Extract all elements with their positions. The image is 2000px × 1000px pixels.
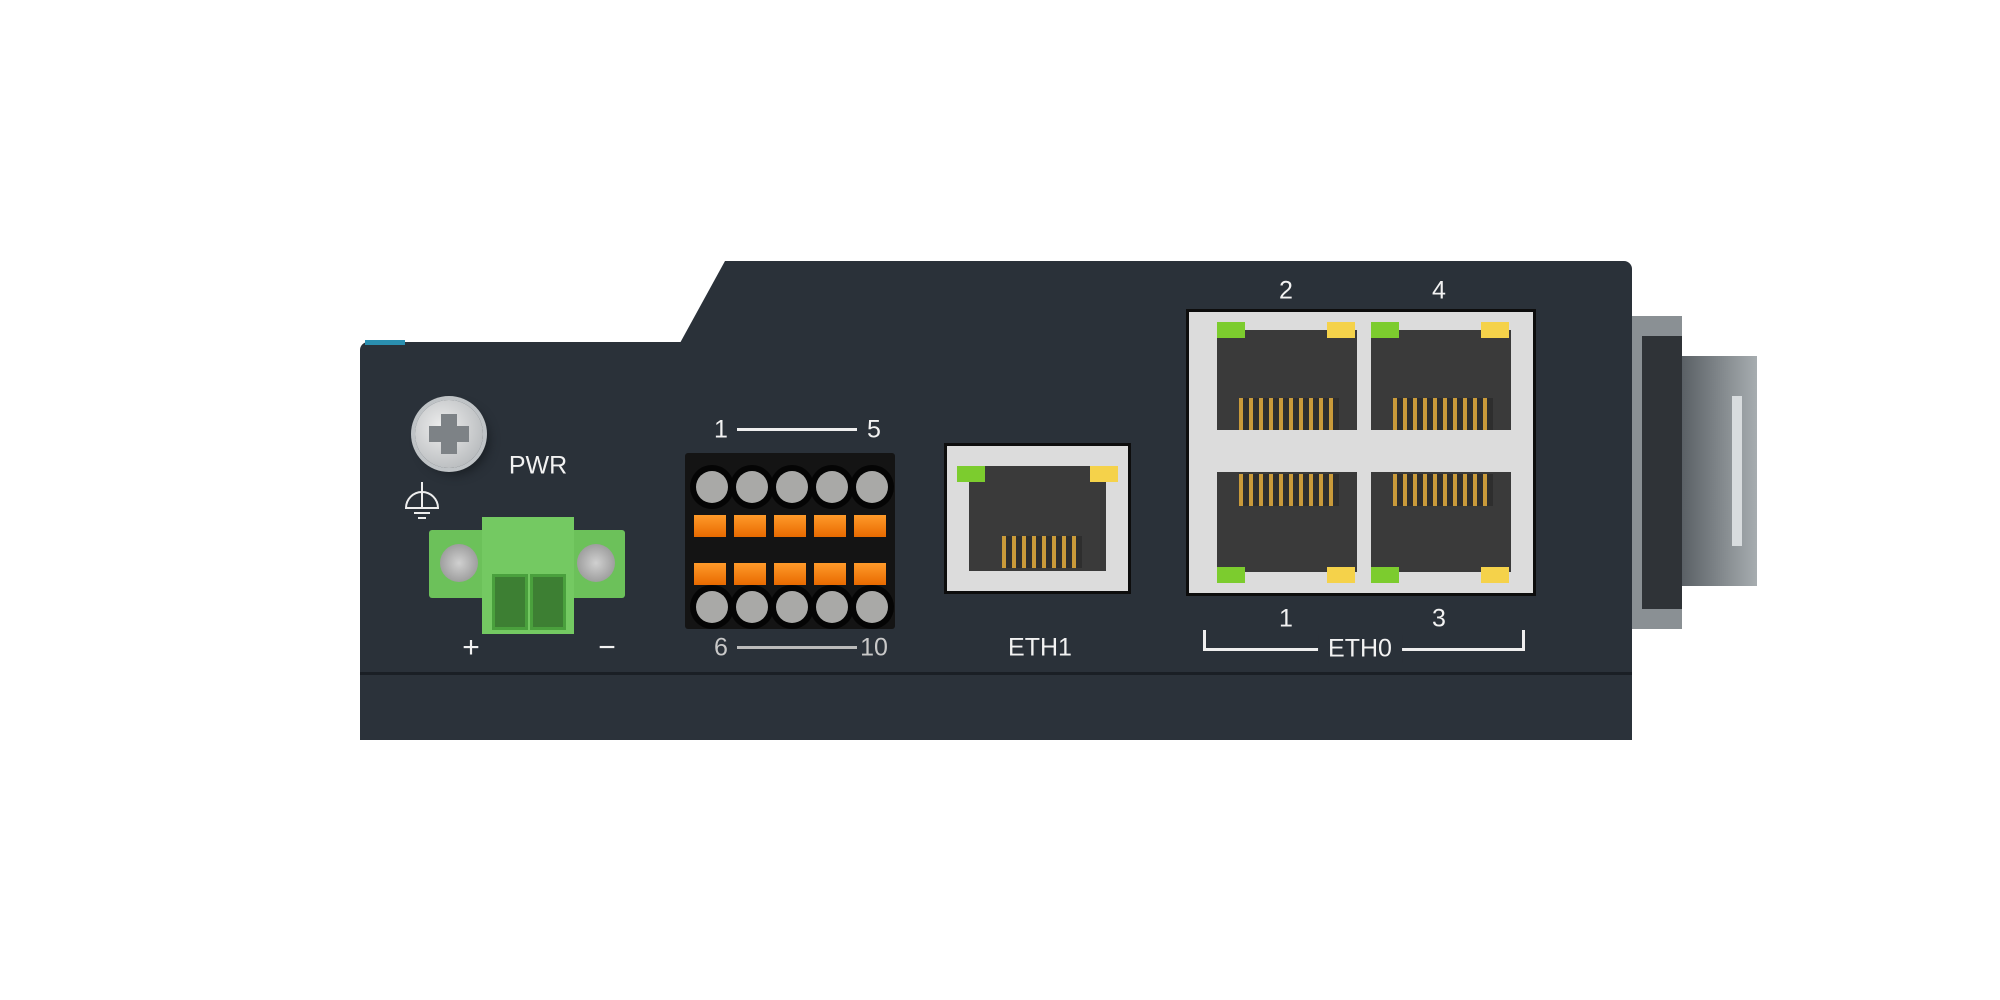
connector-screw-right: [577, 544, 615, 582]
eth0-port-label-1: 1: [1279, 604, 1293, 633]
eth0-port-label-4: 4: [1432, 276, 1446, 305]
io-label-6: 6: [714, 633, 728, 662]
ground-screw: [415, 400, 483, 468]
power-terminal-minus: [530, 574, 566, 630]
power-terminal-plus: [492, 574, 528, 630]
eth0-label: ETH0: [1318, 634, 1402, 664]
chassis-base: [360, 675, 1632, 740]
io-label-10: 10: [860, 633, 888, 662]
eth1-port[interactable]: [944, 443, 1131, 594]
face-divider: [360, 672, 1632, 675]
io-terminal-block[interactable]: [685, 453, 895, 629]
din-rail-clip: [1632, 316, 1757, 629]
ground-icon: [404, 482, 440, 519]
eth0-port-label-3: 3: [1432, 604, 1446, 633]
eth1-link-led: [957, 466, 985, 482]
eth1-label: ETH1: [1008, 633, 1072, 662]
minus-label: −: [598, 631, 616, 664]
accent-strip: [365, 340, 405, 345]
io-label-1: 1: [714, 415, 728, 444]
io-label-5: 5: [867, 415, 881, 444]
eth0-switch-block: [1186, 309, 1536, 596]
connector-screw-left: [440, 544, 478, 582]
chassis-slope: [680, 261, 750, 351]
pwr-label: PWR: [508, 451, 568, 480]
plus-label: +: [462, 631, 480, 664]
eth0-port-label-2: 2: [1279, 276, 1293, 305]
eth1-activity-led: [1090, 466, 1118, 482]
